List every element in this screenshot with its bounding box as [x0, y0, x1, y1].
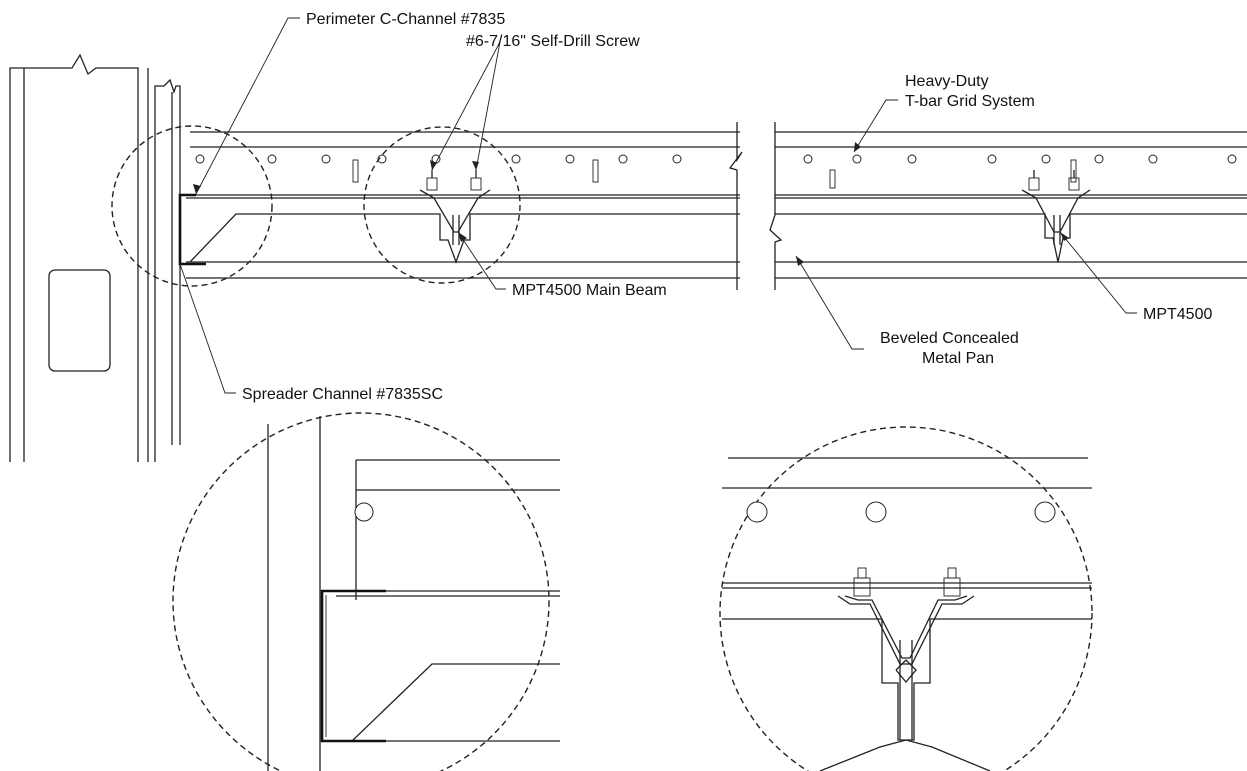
leader-lines — [179, 17, 1137, 394]
label-perimeter-c-channel: Perimeter C-Channel #7835 — [306, 11, 505, 28]
label-grid-system-line2: T-bar Grid System — [905, 93, 1035, 110]
label-mpt4500: MPT4500 — [1143, 306, 1212, 323]
wall-section — [9, 53, 181, 462]
perimeter-c-channel-zoom — [320, 589, 386, 743]
zoom-detail-clip — [719, 426, 1093, 771]
label-grid-system-line1: Heavy-Duty — [905, 73, 989, 90]
label-spreader-channel: Spreader Channel #7835SC — [242, 386, 443, 403]
perimeter-c-channel — [178, 193, 206, 266]
grid-beam-left — [186, 122, 743, 290]
label-metal-pan-line2: Metal Pan — [922, 350, 994, 367]
detail-callout-circle-middle — [363, 126, 521, 284]
wall-box — [48, 269, 111, 372]
zoom-detail-wall — [172, 412, 560, 771]
clip-assembly-left — [419, 170, 491, 245]
leader-arrows — [193, 142, 1069, 266]
beam-holes-right — [803, 154, 1237, 164]
beam-slots-left — [352, 159, 599, 183]
grid-beam-right — [769, 122, 1247, 290]
label-self-drill-screw: #6-7/16" Self-Drill Screw — [466, 33, 640, 50]
label-metal-pan-line1: Beveled Concealed — [880, 330, 1019, 347]
clip-assembly-right — [1021, 170, 1091, 245]
beam-holes-left — [195, 154, 682, 164]
detail-callout-circle-left — [111, 125, 273, 287]
label-main-beam: MPT4500 Main Beam — [512, 282, 667, 299]
beam-slots-right — [829, 159, 1077, 189]
